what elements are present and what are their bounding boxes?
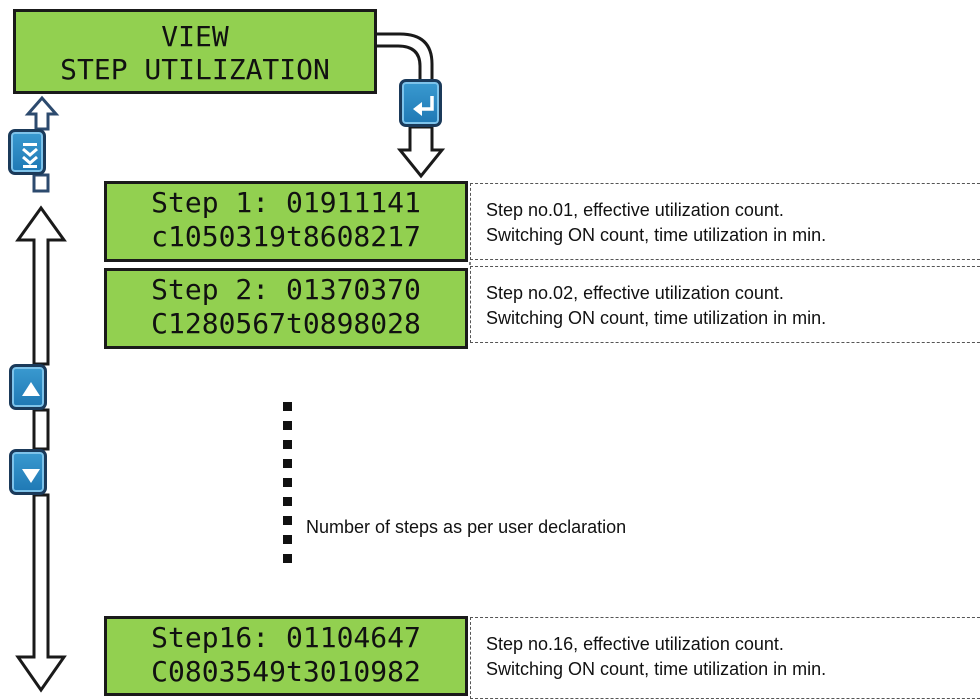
step-16-lcd-display: Step16: 01104647 C0803549t3010982 — [104, 616, 468, 696]
step-16-line-1: Step16: 01104647 — [151, 621, 421, 654]
continuation-dots — [283, 402, 292, 563]
steps-count-note: Number of steps as per user declaration — [306, 517, 627, 537]
step-16-description: Step no.16, effective utilization count.… — [470, 617, 980, 699]
step-2-line-2: C1280567t0898028 — [151, 307, 421, 340]
triangle-down-icon — [22, 469, 40, 483]
step-2-desc-line-1: Step no.02, effective utilization count. — [486, 283, 784, 303]
step-16-desc-line-1: Step no.16, effective utilization count. — [486, 634, 784, 654]
step-2-description: Step no.02, effective utilization count.… — [470, 266, 980, 343]
step-2-desc-line-2: Switching ON count, time utilization in … — [486, 308, 827, 328]
down-button[interactable] — [9, 449, 47, 495]
step-16-line-2: C0803549t3010982 — [151, 655, 421, 688]
enter-button[interactable] — [399, 79, 442, 127]
page-down-button[interactable] — [8, 129, 46, 175]
step-1-line-1: Step 1: 01911141 — [151, 186, 421, 219]
title-line-2: STEP UTILIZATION — [60, 53, 330, 86]
step-1-description: Step no.01, effective utilization count.… — [470, 183, 980, 260]
left-top-arrow — [15, 205, 67, 366]
enter-connector-arrow — [377, 32, 434, 80]
enter-icon — [413, 96, 434, 116]
enter-to-step1-arrow — [396, 125, 446, 179]
step-1-desc-line-2: Switching ON count, time utilization in … — [486, 225, 827, 245]
double-chevron-down-icon — [22, 143, 38, 168]
triangle-up-icon — [22, 382, 40, 396]
title-line-1: VIEW — [161, 20, 229, 53]
step-1-desc-line-1: Step no.01, effective utilization count. — [486, 200, 784, 220]
step-1-line-2: c1050319t8608217 — [151, 220, 421, 253]
up-button[interactable] — [9, 364, 47, 410]
left-bottom-arrow — [15, 493, 67, 693]
step-2-lcd-display: Step 2: 01370370 C1280567t0898028 — [104, 268, 468, 349]
up-to-title-arrow — [24, 95, 60, 131]
title-lcd-display: VIEW STEP UTILIZATION — [13, 9, 377, 94]
step-2-line-1: Step 2: 01370370 — [151, 273, 421, 306]
step-16-desc-line-2: Switching ON count, time utilization in … — [486, 659, 827, 679]
step-1-lcd-display: Step 1: 01911141 c1050319t8608217 — [104, 181, 468, 262]
